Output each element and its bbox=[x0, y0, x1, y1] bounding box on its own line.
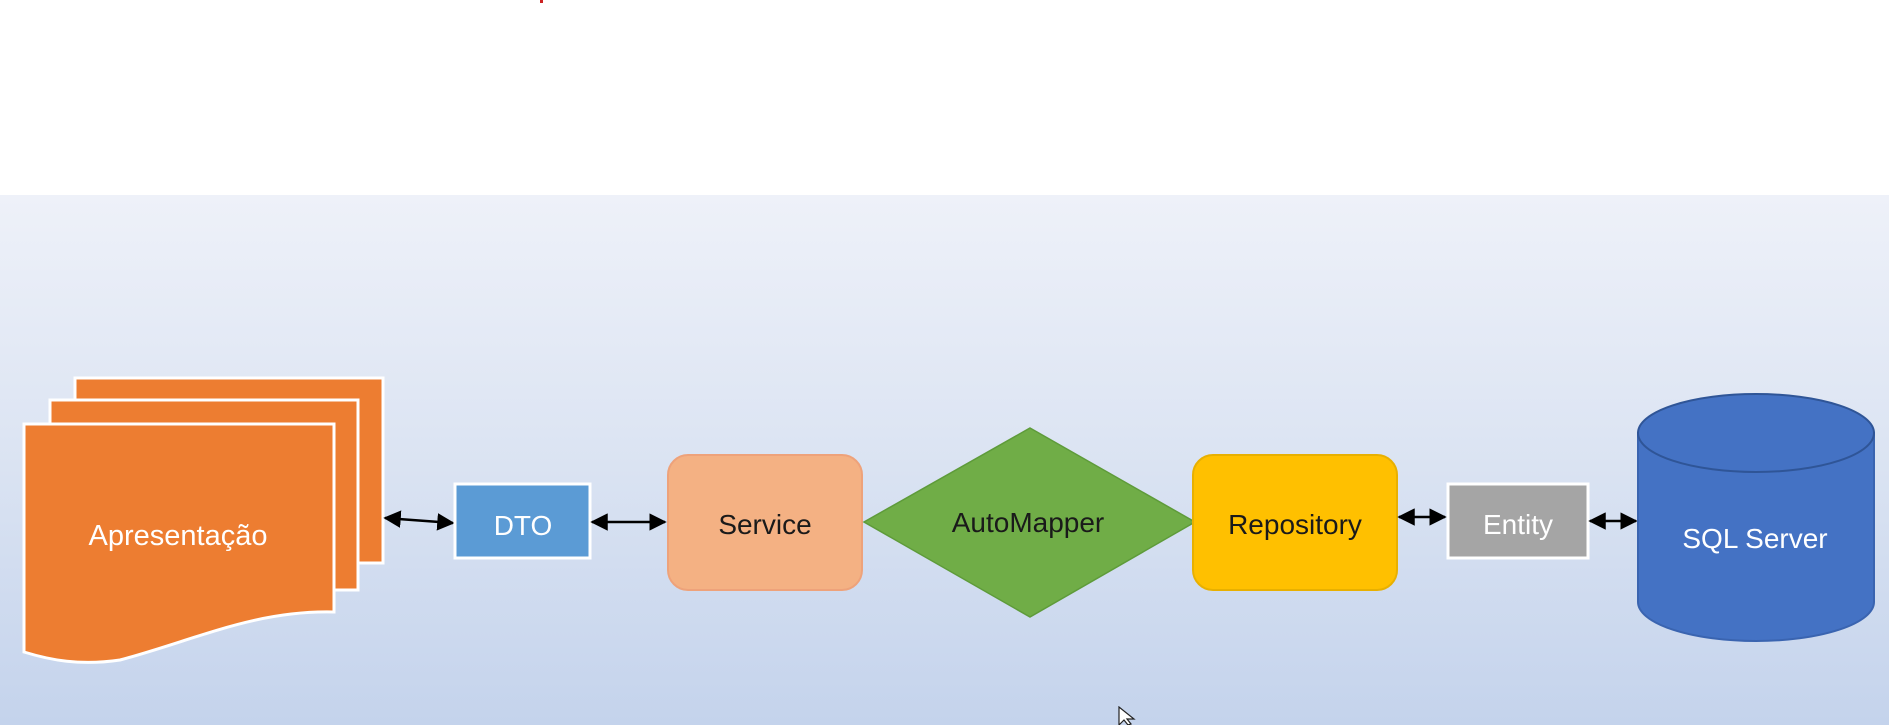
database-cylinder-body bbox=[1637, 432, 1875, 642]
dto-box bbox=[453, 482, 592, 560]
red-mark bbox=[540, 0, 543, 3]
service-node: Service bbox=[667, 454, 863, 591]
service-label: Service bbox=[718, 509, 811, 540]
entity-label: Entity bbox=[1483, 509, 1553, 540]
sql-server-node: SQL Server bbox=[1637, 393, 1875, 642]
service-box bbox=[667, 454, 863, 591]
repository-box bbox=[1192, 454, 1398, 591]
dto-node: DTO bbox=[453, 482, 592, 560]
apresentacao-node: Apresentação bbox=[22, 376, 385, 664]
automapper-label: AutoMapper bbox=[952, 507, 1105, 538]
apresentacao-label: Apresentação bbox=[89, 520, 268, 552]
database-cylinder-top bbox=[1637, 393, 1875, 473]
entity-node: Entity bbox=[1446, 482, 1590, 560]
arrow-apresentacao-dto bbox=[383, 510, 455, 531]
entity-box bbox=[1446, 482, 1590, 560]
mouse-cursor-icon bbox=[1118, 706, 1136, 725]
document-front bbox=[22, 422, 336, 664]
automapper-diamond bbox=[862, 427, 1197, 618]
repository-label: Repository bbox=[1228, 509, 1362, 540]
automapper-node: AutoMapper bbox=[862, 427, 1197, 618]
dto-label: DTO bbox=[494, 510, 553, 541]
repository-node: Repository bbox=[1192, 454, 1398, 591]
sql-server-label: SQL Server bbox=[1682, 523, 1827, 554]
